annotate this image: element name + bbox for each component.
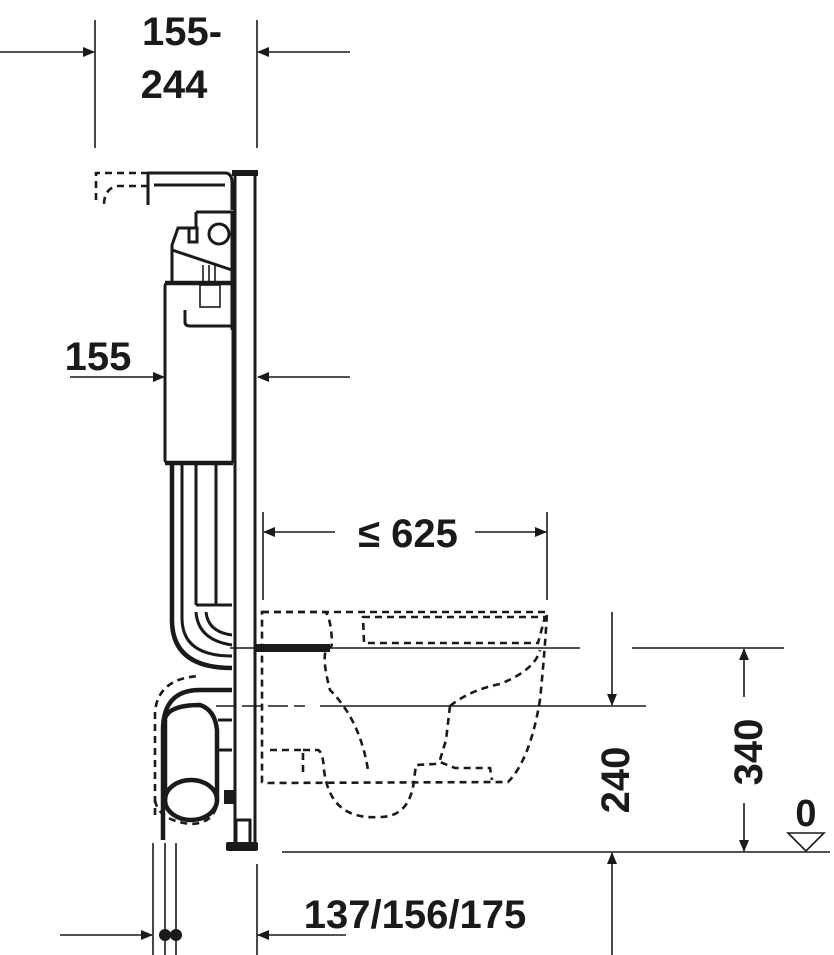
dimension-cistern-depth: 155 (65, 335, 350, 382)
dimension-seat-height: 340 (727, 648, 771, 852)
floor-datum: 0 (786, 793, 826, 853)
bowl-projection-label: ≤ 625 (358, 512, 458, 556)
dimension-outlet-height: 240 (594, 612, 638, 955)
triangle-datum-icon (786, 832, 826, 853)
dimension-bottom-offsets: 137/156/175 (60, 843, 526, 955)
frame-depth-label-line1: 155- (142, 10, 222, 54)
installation-frame (94, 170, 258, 851)
bottom-offsets-label: 137/156/175 (304, 893, 526, 937)
dimension-bowl-projection: ≤ 625 (262, 512, 548, 600)
reference-lines (216, 647, 830, 853)
floor-reference-label: 0 (795, 793, 816, 835)
cistern-depth-label: 155 (65, 335, 132, 379)
outlet-height-label: 240 (594, 747, 638, 814)
frame-depth-label-line2: 244 (141, 63, 208, 107)
dimension-frame-depth: 155- 244 (0, 10, 350, 148)
seat-height-label: 340 (727, 719, 771, 786)
toilet-bowl-outline (230, 610, 549, 819)
